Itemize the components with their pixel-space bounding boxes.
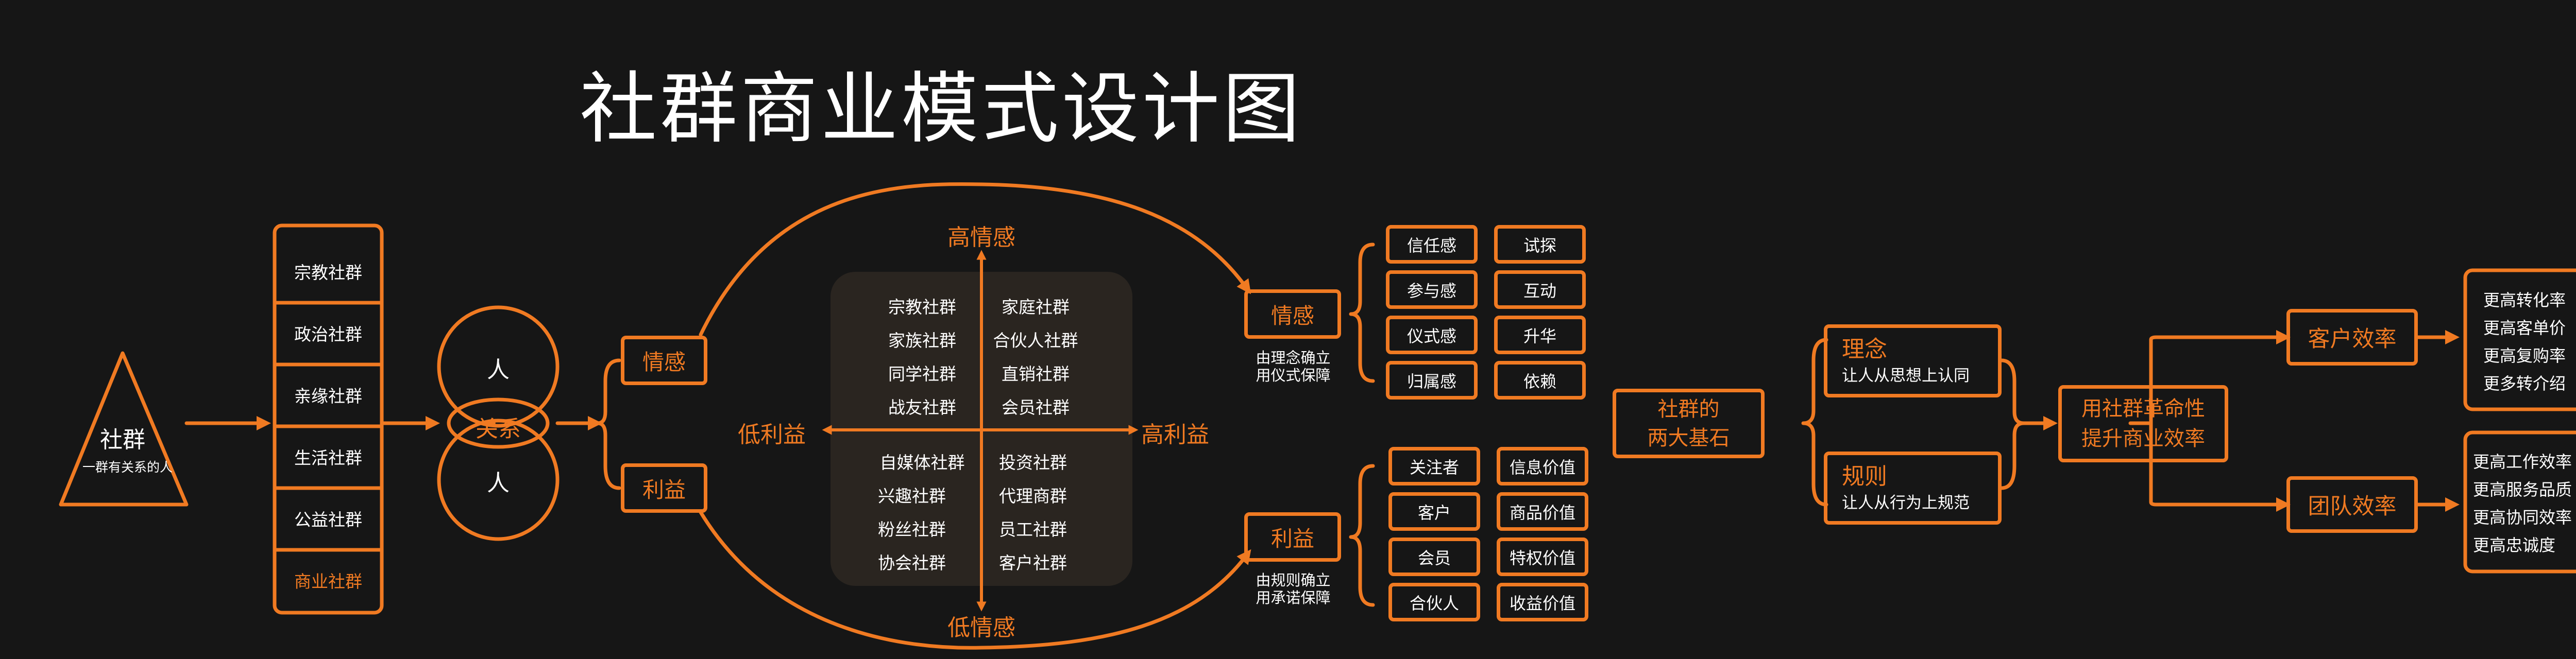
triangle-shape [59, 351, 189, 507]
concept-desc: 让人从思想上认同 [1842, 367, 1970, 385]
community-type-6: 商业社群 [294, 571, 362, 592]
team-eff-item-1: 更高工作效率 [2473, 452, 2572, 472]
brace-emotion [1349, 242, 1375, 383]
quadrant-top-right-1: 家庭社群 [1002, 297, 1070, 317]
triangle-sublabel: 一群有关系的人 [82, 460, 173, 475]
split-benefit-box: 利益 [621, 463, 707, 513]
emotion-pair-1-left: 信任感 [1386, 225, 1478, 264]
relation-ellipse [447, 397, 550, 449]
revolution-line-2: 提升商业效率 [2081, 427, 2205, 450]
community-type-2: 政治社群 [294, 324, 362, 344]
benefit-pair-4-left: 合伙人 [1388, 583, 1480, 621]
revolution-box: 用社群革命性 提升商业效率 [2058, 385, 2228, 462]
benefit-pair-1-right: 信息价值 [1497, 447, 1588, 485]
emotion-pair-3-left: 仪式感 [1386, 316, 1478, 354]
team-eff-item-2: 更高服务品质 [2473, 480, 2572, 499]
brace-efficiency [2149, 335, 2279, 507]
quadrant-top-right-2: 合伙人社群 [993, 331, 1078, 351]
team-eff-list-frame [2463, 430, 2576, 574]
person-circle-bottom [437, 419, 560, 541]
quadrant-bottom-left-4: 协会社群 [878, 553, 946, 573]
community-type-3: 亲缘社群 [294, 386, 362, 406]
foundation-box: 社群的 两大基石 [1613, 389, 1765, 458]
brace-concept-rule [1999, 358, 2026, 490]
team-eff-item-3: 更高协同效率 [2473, 508, 2572, 527]
customer-eff-item-4: 更多转介绍 [2483, 374, 2566, 393]
benefit-pair-1-left: 关注者 [1388, 447, 1480, 485]
emotion-caption-2: 用仪式保障 [1256, 367, 1331, 384]
emotion-pair-2-left: 参与感 [1386, 270, 1478, 309]
emotion-pair-2-right: 互动 [1494, 270, 1586, 309]
community-types-list-frame [273, 223, 384, 615]
quadrant-top-right-4: 会员社群 [1002, 397, 1070, 418]
quadrant-top-left-3: 同学社群 [888, 364, 956, 384]
concept-label: 理念 [1842, 336, 1887, 362]
emotion-pair-4-right: 依赖 [1494, 361, 1586, 400]
arc-emotion [699, 182, 1251, 337]
axis-label-right: 高利益 [1141, 422, 1209, 448]
quadrant-bottom-left-2: 兴趣社群 [878, 486, 946, 506]
emotion-pair-3-right: 升华 [1494, 316, 1586, 354]
foundation-line-2: 两大基石 [1647, 426, 1730, 450]
customer-eff-item-1: 更高转化率 [2483, 290, 2566, 310]
benefit-caption-1: 由规则确立 [1256, 571, 1331, 589]
rule-box: 规则 让人从行为上规范 [1824, 452, 2002, 525]
benefit-node-box: 利益 [1244, 512, 1341, 562]
quadrant-bottom-right-3: 员工社群 [999, 519, 1067, 540]
person-top-label: 人 [487, 357, 510, 383]
benefit-pair-3-left: 会员 [1388, 537, 1480, 576]
arc-benefit [699, 510, 1251, 650]
split-emotion-box: 情感 [621, 336, 707, 385]
quadrant-top-left-1: 宗教社群 [888, 297, 956, 317]
quadrant-bottom-left-1: 自媒体社群 [879, 453, 965, 473]
community-type-1: 宗教社群 [294, 263, 362, 283]
quadrant-bottom-right-4: 客户社群 [999, 553, 1067, 573]
emotion-pair-1-right: 试探 [1494, 225, 1586, 264]
customer-eff-item-3: 更高复购率 [2483, 346, 2566, 366]
revolution-line-1: 用社群革命性 [2081, 397, 2205, 421]
person-bottom-label: 人 [487, 470, 510, 496]
benefit-pair-4-right: 收益价值 [1497, 583, 1588, 621]
axis-label-bottom: 低情感 [947, 615, 1015, 641]
emotion-node-box: 情感 [1244, 289, 1341, 339]
page-title: 社群商业模式设计图 [580, 64, 1303, 154]
quadrant-top-left-4: 战友社群 [888, 397, 956, 418]
emotion-pair-4-left: 归属感 [1386, 361, 1478, 400]
rule-label: 规则 [1842, 463, 1887, 490]
community-type-5: 公益社群 [294, 510, 362, 530]
brace-benefit [1349, 464, 1375, 607]
quadrant-bottom-right-1: 投资社群 [999, 453, 1067, 473]
rule-desc: 让人从行为上规范 [1842, 494, 1970, 512]
quadrant-top-left-2: 家族社群 [888, 331, 956, 351]
axis-label-left: 低利益 [738, 422, 806, 448]
benefit-pair-3-right: 特权价值 [1497, 537, 1588, 576]
brace-foundation [1801, 338, 1828, 507]
triangle-label: 社群 [100, 427, 145, 453]
benefit-pair-2-right: 商品价值 [1497, 492, 1588, 531]
quadrant-bottom-left-3: 粉丝社群 [878, 519, 946, 540]
customer-eff-box: 客户效率 [2286, 309, 2418, 366]
quadrant-top-right-3: 直销社群 [1002, 364, 1070, 384]
relation-label: 关系 [476, 416, 521, 442]
person-circle-top [437, 305, 560, 428]
customer-eff-list-frame [2463, 268, 2576, 411]
team-eff-box: 团队效率 [2286, 476, 2418, 533]
community-type-4: 生活社群 [294, 448, 362, 468]
benefit-caption-2: 用承诺保障 [1256, 589, 1331, 606]
customer-eff-item-2: 更高客单价 [2483, 318, 2566, 338]
concept-box: 理念 让人从思想上认同 [1824, 324, 2002, 397]
quadrant-bottom-right-2: 代理商群 [999, 486, 1067, 506]
emotion-caption-1: 由理念确立 [1256, 349, 1331, 367]
foundation-line-1: 社群的 [1657, 397, 1720, 421]
axis-label-top: 高情感 [947, 224, 1015, 251]
benefit-pair-2-left: 客户 [1388, 492, 1480, 531]
team-eff-item-4: 更高忠诚度 [2473, 535, 2556, 555]
